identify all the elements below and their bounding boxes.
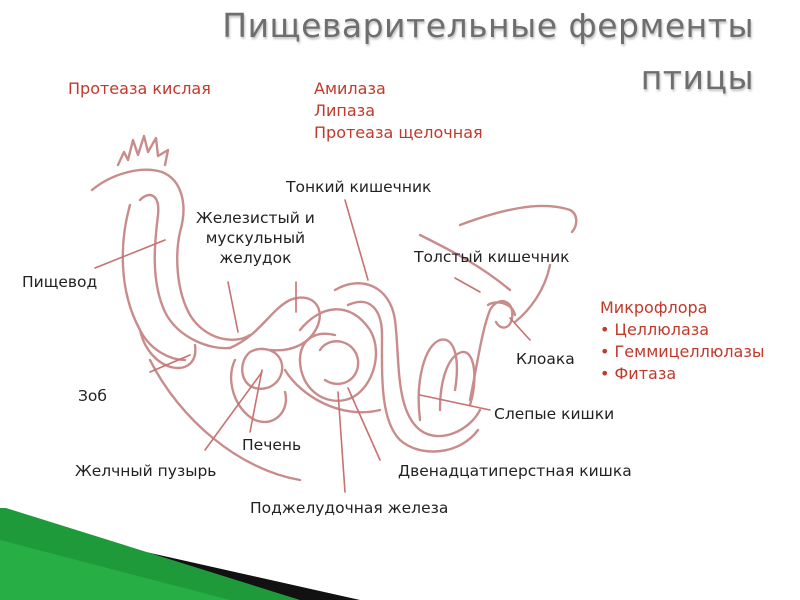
corner-green-band-lower [0,540,230,600]
gizzard-outline [228,296,321,352]
microflora-block: Микрофлора • Целлюлаза • Геммицеллюлазы … [600,297,765,385]
microflora-heading: Микрофлора [600,298,708,317]
label-stomach-line-2: мускульный [205,229,306,247]
intestine-loop-1 [298,308,378,402]
head-neck-outline [90,168,252,342]
large-intestine-outline [468,300,514,402]
leader-ceca [419,394,491,411]
tail-lower [513,263,552,324]
label-stomach-line-3: желудок [219,249,292,267]
label-large-intestine: Толстый кишечник [414,248,570,266]
leader-small-intestine [344,199,369,281]
cloaca-outline [486,301,517,317]
leader-large-intestine [454,277,481,293]
enzyme-amylase: Амилаза [314,79,386,98]
esophagus-outline [121,203,187,362]
leader-esophagus [94,239,166,269]
leader-gallbladder [204,371,263,451]
label-pancreas: Поджелудочная железа [250,499,449,517]
liver-outline [229,358,288,424]
ceca-outline-1 [417,338,459,422]
crop-outline [138,328,197,370]
label-liver: Печень [242,436,302,454]
tail-outline [458,204,578,234]
enzyme-alkaline-protease: Протеаза щелочная [314,123,483,142]
enzyme-lipase: Липаза [314,101,376,120]
label-crop: Зоб [78,387,107,405]
back-outline [418,233,512,292]
microflora-item-cellulase: • Целлюлаза [600,320,710,339]
enzyme-acid-protease: Протеаза кислая [68,79,211,98]
neck-inner-outline [138,193,232,350]
label-gallbladder: Желчный пузырь [75,462,217,480]
leader-pancreas [337,391,346,493]
label-stomach-line-1: Железистый и [196,209,315,227]
leader-lines [94,199,531,493]
gizzard-inner [241,347,284,390]
intestine-loop-2 [318,340,360,386]
intestine-loop-3 [333,282,482,438]
leader-liver [249,369,263,433]
label-esophagus: Пищевод [22,273,98,291]
leader-stomach [227,281,239,333]
microflora-item-hemicellulases: • Геммицеллюлазы [600,342,765,361]
comb-shape [116,134,170,167]
label-cloaca: Клоака [516,350,575,368]
leader-cloaca [509,317,531,341]
page-title-line-2: птицы [640,58,754,97]
duodenum-loop [283,368,382,414]
label-stomach: Железистый и мускульный желудок [196,208,315,268]
page-title-line-1: Пищеварительные ферменты [222,6,754,45]
label-ceca: Слепые кишки [494,405,615,423]
label-duodenum: Двенадцатиперстная кишка [398,462,632,480]
intestine-loop-4 [346,300,480,453]
enzyme-list: Амилаза Липаза Протеаза щелочная [314,78,483,144]
microflora-item-phytase: • Фитаза [600,364,677,383]
leader-crop [149,354,191,373]
leader-duodenum [347,387,381,461]
label-small-intestine: Тонкий кишечник [286,178,432,196]
